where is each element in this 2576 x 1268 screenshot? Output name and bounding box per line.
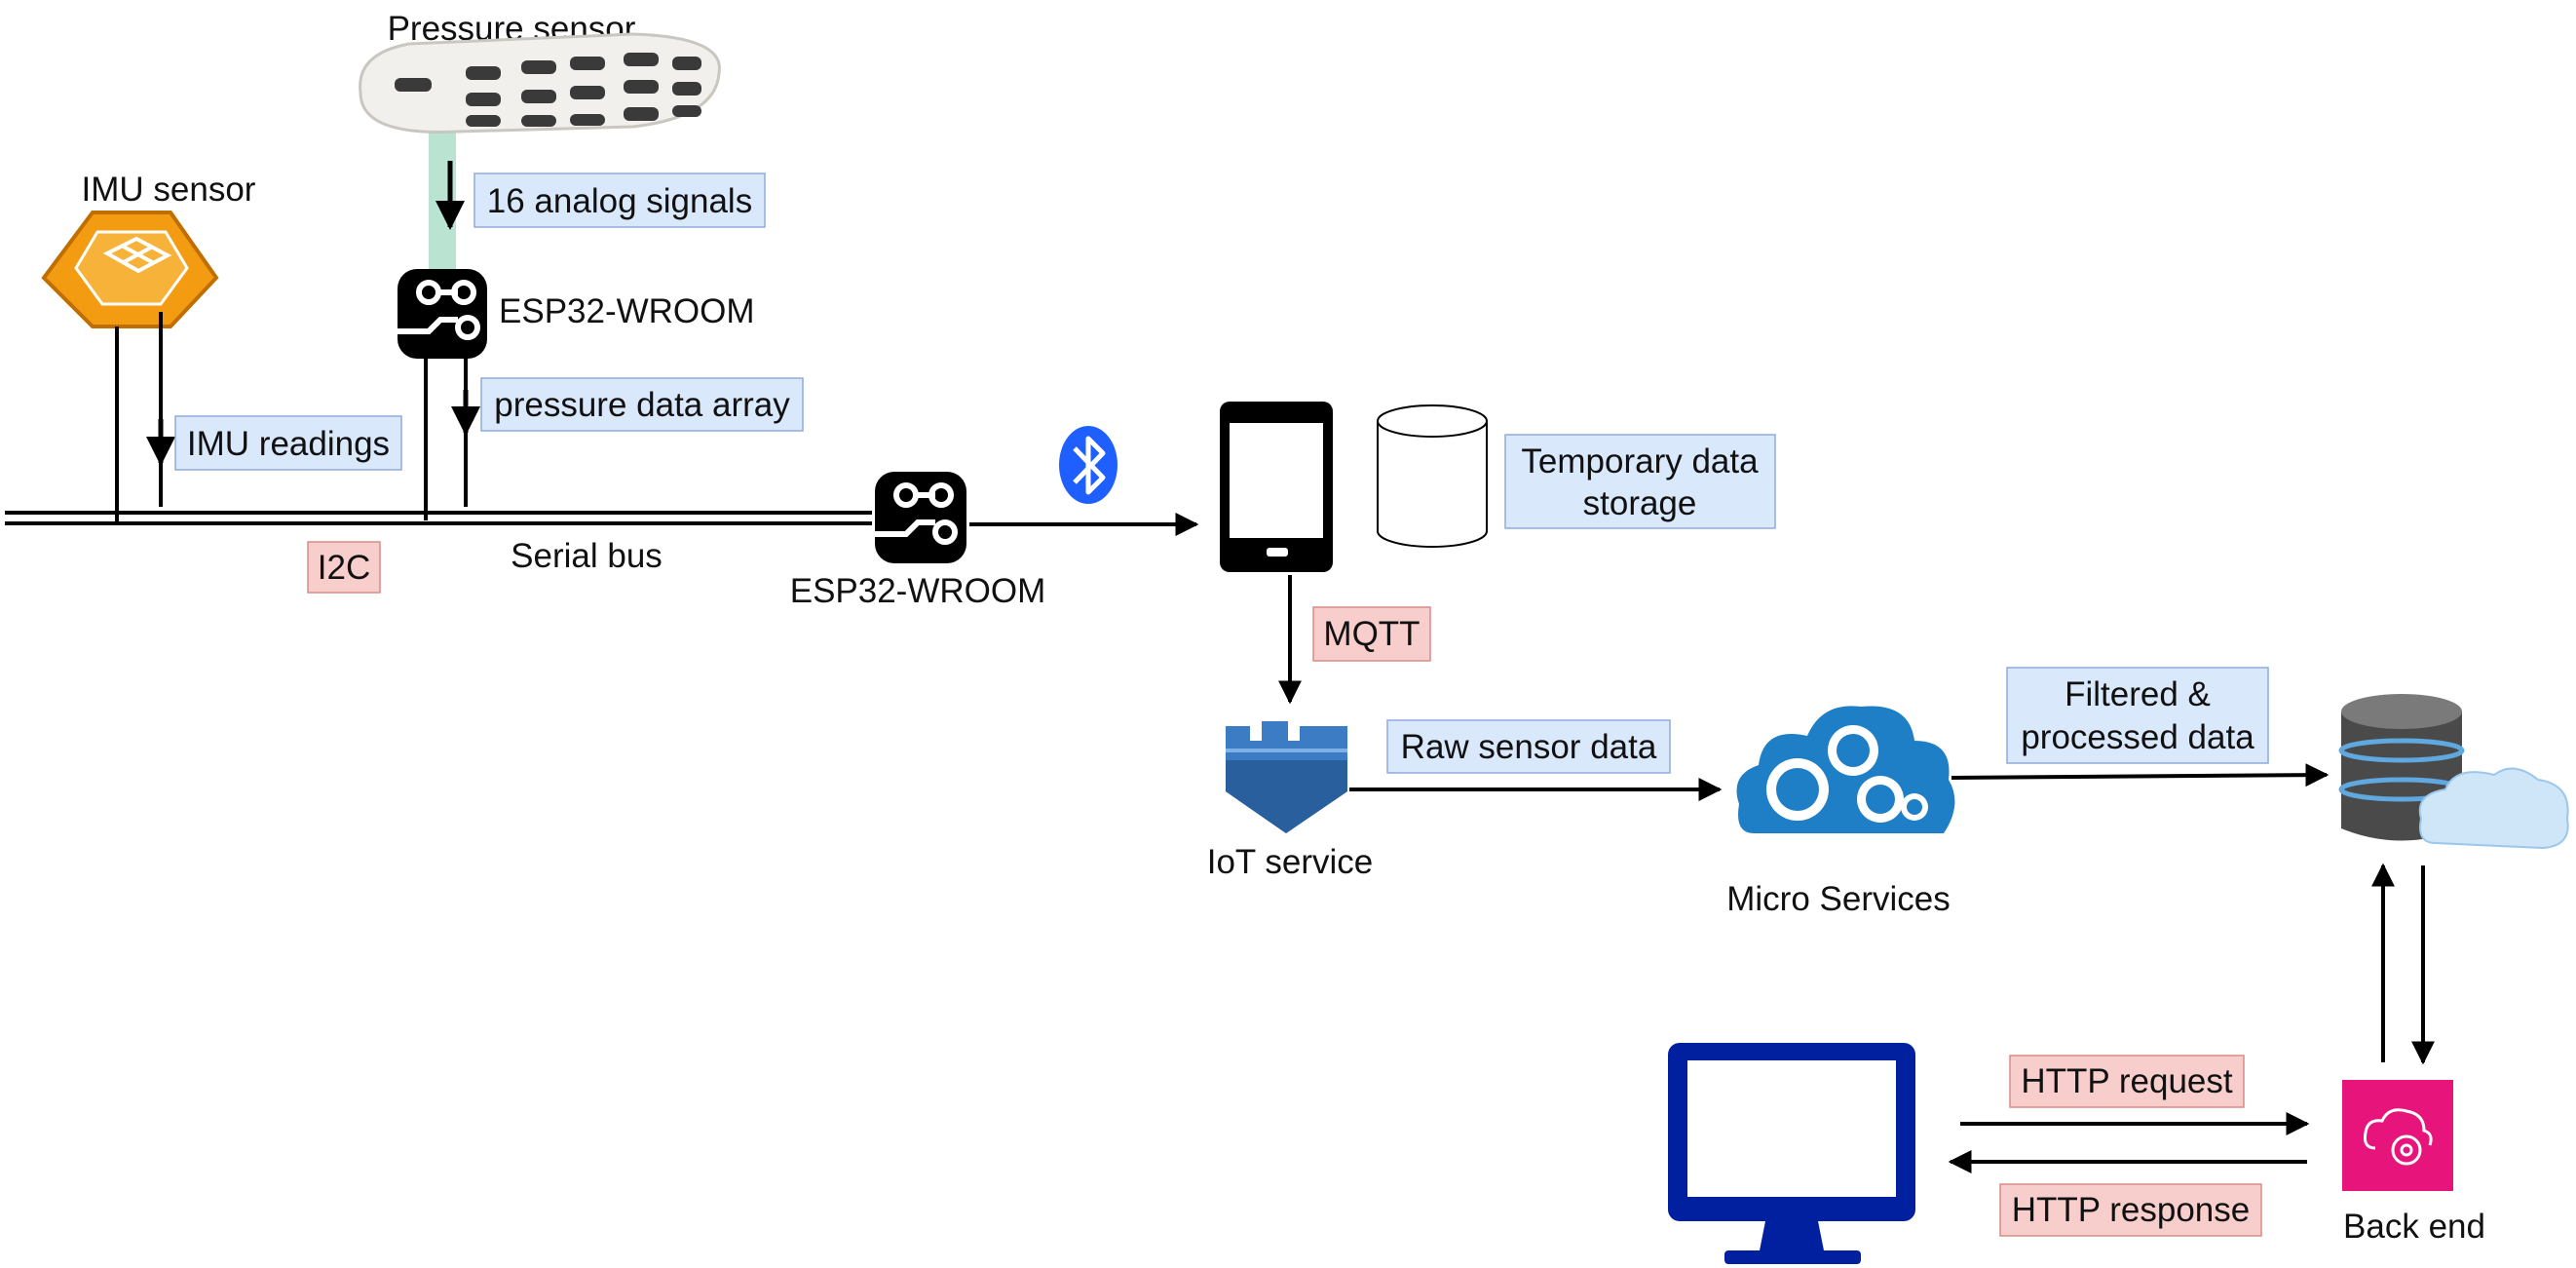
temp-storage-label-line2: storage xyxy=(1583,484,1697,522)
imu-chip-icon xyxy=(41,211,219,328)
http-request-box xyxy=(2009,1055,2245,1108)
cloud-gears-icon xyxy=(1736,706,1955,833)
cylinder-database-icon xyxy=(1377,404,1488,548)
filtered-data-label-line2: processed data xyxy=(2021,718,2254,756)
iot-service-label: IoT service xyxy=(1207,843,1374,881)
raw-sensor-data-label: Raw sensor data xyxy=(1401,728,1657,766)
esp32-bottom-label: ESP32-WROOM xyxy=(790,572,1046,610)
filtered-data-box xyxy=(2006,667,2269,764)
raw-sensor-data-box xyxy=(1386,719,1671,774)
desktop-monitor-icon xyxy=(1668,1043,1915,1264)
i2c-box xyxy=(307,541,381,594)
analog-signals-label: 16 analog signals xyxy=(487,182,752,220)
pressure-data-array-box xyxy=(480,377,804,432)
cloud-database-icon xyxy=(2338,694,2569,850)
serial-bus-label: Serial bus xyxy=(511,537,663,575)
esp32-top-label: ESP32-WROOM xyxy=(499,292,755,330)
smartphone-icon xyxy=(1220,402,1333,572)
filtered-data-arrow xyxy=(1951,763,2330,788)
lambda-cloud-gear-icon xyxy=(2342,1080,2453,1191)
analog-signals-box xyxy=(474,173,766,228)
esp32-top-circuit-icon xyxy=(398,269,487,359)
imu-readings-label: IMU readings xyxy=(187,425,390,463)
bluetooth-icon xyxy=(1059,426,1118,504)
imu-sensor-label: IMU sensor xyxy=(82,171,256,209)
esp32-bottom-circuit-icon xyxy=(875,472,966,563)
pressure-data-array-label: pressure data array xyxy=(494,386,790,424)
temp-storage-label-line1: Temporary data xyxy=(1521,442,1759,480)
back-end-label: Back end xyxy=(2343,1208,2485,1246)
micro-services-label: Micro Services xyxy=(1726,880,1950,918)
aws-iot-castle-icon xyxy=(1226,721,1347,833)
http-response-label: HTTP response xyxy=(2012,1191,2250,1229)
http-request-label: HTTP request xyxy=(2021,1062,2232,1100)
mqtt-box xyxy=(1312,606,1431,662)
temp-storage-box xyxy=(1504,434,1776,529)
imu-readings-box xyxy=(174,415,402,471)
mqtt-label: MQTT xyxy=(1323,615,1420,653)
i2c-label: I2C xyxy=(318,549,370,587)
http-response-box xyxy=(1999,1183,2262,1237)
filtered-data-label-line1: Filtered & xyxy=(2065,675,2211,713)
